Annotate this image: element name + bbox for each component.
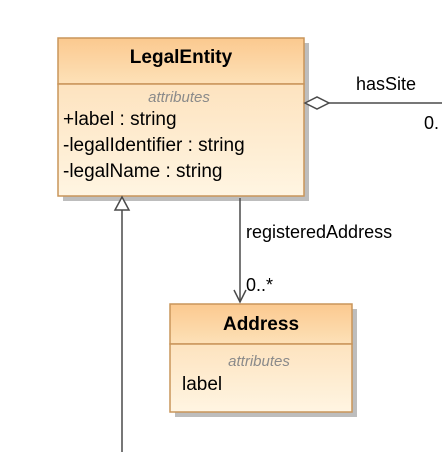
class-legal-entity-compartment-label: attributes: [148, 89, 210, 106]
association-registered-address[interactable]: registeredAddress 0..*: [233, 198, 392, 304]
attribute-address-label: label: [182, 374, 222, 395]
attribute-legal-identifier-type: : string: [188, 135, 245, 156]
registered-address-label: registeredAddress: [246, 222, 392, 242]
class-address[interactable]: Address attributes label: [169, 303, 357, 417]
attribute-label-name: +label: [63, 109, 114, 130]
attribute-legal-name-type: : string: [165, 161, 222, 182]
attribute-legal-identifier-name: -legalIdentifier: [63, 135, 183, 156]
class-address-name: Address: [223, 314, 299, 335]
class-legal-entity[interactable]: LegalEntity attributes +label : string -…: [57, 37, 309, 201]
has-site-multiplicity: 0.: [424, 113, 439, 133]
attribute-label-type: : string: [120, 109, 177, 130]
navigability-arrow-icon: [233, 289, 247, 304]
class-address-header: [169, 303, 353, 345]
attribute-legal-name-name: -legalName: [63, 161, 160, 182]
association-has-site[interactable]: hasSite 0.: [303, 74, 442, 133]
attribute-legal-identifier: -legalIdentifier : string: [63, 135, 245, 156]
attribute-label: +label : string: [63, 109, 177, 130]
aggregation-diamond-icon: [303, 96, 331, 110]
class-legal-entity-body: [57, 83, 305, 197]
has-site-label: hasSite: [356, 74, 416, 94]
generalization-triangle-icon: [113, 195, 131, 211]
registered-address-multiplicity: 0..*: [246, 275, 273, 295]
class-legal-entity-name: LegalEntity: [130, 47, 233, 68]
class-address-compartment-label: attributes: [228, 353, 290, 370]
class-address-body: [169, 343, 353, 413]
generalization[interactable]: [113, 195, 131, 452]
attribute-legal-name: -legalName : string: [63, 161, 222, 182]
class-legal-entity-header: [57, 37, 305, 85]
